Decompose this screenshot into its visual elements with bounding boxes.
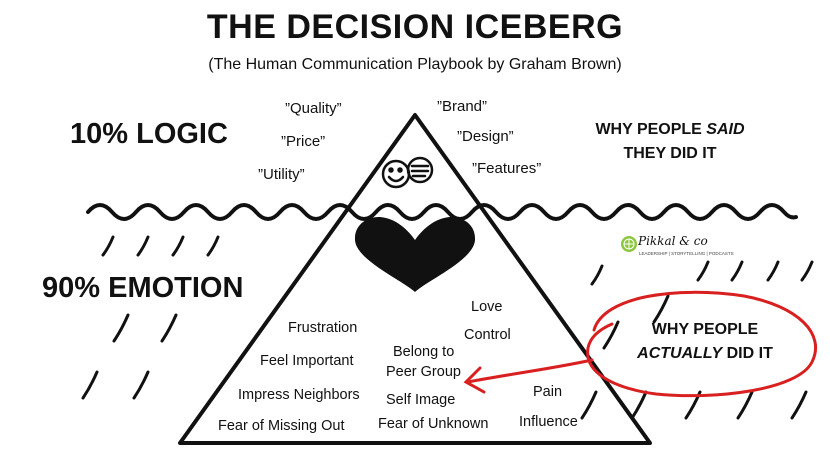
emotion-word-pain: Pain (533, 384, 563, 400)
emotion-word-fear-missing-out: Fear of Missing Out (218, 418, 345, 434)
why-actually-line2: ACTUALLY DID IT (610, 342, 800, 366)
emotion-word-self-image: Self Image (386, 392, 456, 408)
emotion-word-feel-important: Feel Important (260, 353, 354, 369)
why-actually-text: DID IT (722, 345, 773, 362)
why-said-line1: WHY PEOPLE SAID (560, 118, 780, 142)
emotion-word-frustration: Frustration (288, 320, 358, 336)
emotion-word-love: Love (471, 299, 503, 315)
logic-word-design: ”Design” (457, 128, 514, 145)
iceberg-triangle (178, 113, 652, 445)
emotion-word-influence: Influence (519, 414, 578, 430)
logo-lime-icon (621, 236, 637, 252)
logic-word-brand: ”Brand” (437, 98, 488, 115)
why-said-emphasis: SAID (706, 121, 745, 138)
red-annotation (463, 290, 818, 398)
logic-word-quality: ”Quality” (285, 100, 342, 117)
emotion-percentage-label: 90% EMOTION (42, 272, 244, 304)
why-said-text: WHY PEOPLE (595, 121, 707, 138)
why-actually-emphasis: ACTUALLY (637, 345, 723, 362)
emotion-word-impress-neighbors: Impress Neighbors (238, 387, 360, 403)
why-said-label: WHY PEOPLE SAID THEY DID IT (560, 118, 780, 166)
emotion-word-belong-line1: Belong to (393, 344, 455, 360)
logic-percentage-label: 10% LOGIC (70, 118, 228, 150)
why-actually-line1: WHY PEOPLE (651, 321, 759, 338)
why-said-line2: THEY DID IT (623, 145, 717, 162)
emotion-word-belong-line2: Peer Group (386, 364, 461, 380)
heart-icon (354, 216, 476, 292)
why-actually-label: WHY PEOPLE ACTUALLY DID IT (610, 318, 800, 366)
left-water-strokes (81, 235, 220, 400)
page-subtitle: (The Human Communication Playbook by Gra… (208, 56, 622, 73)
logic-word-utility: ”Utility” (258, 166, 305, 183)
emotion-word-control: Control (464, 327, 511, 343)
emotion-word-fear-unknown: Fear of Unknown (378, 416, 489, 432)
logo-name: Pikkal & co (638, 234, 708, 248)
page-title: THE DECISION ICEBERG (206, 8, 624, 46)
speech-faces-icon (381, 156, 434, 189)
red-arrow (466, 358, 594, 384)
logic-word-features: ”Features” (472, 160, 542, 177)
logic-word-price: ”Price” (281, 133, 326, 150)
water-line (86, 203, 798, 221)
logo-tagline: LEADERSHIP | STORYTELLING | PODCASTS (639, 251, 734, 256)
right-water-strokes (580, 260, 814, 420)
